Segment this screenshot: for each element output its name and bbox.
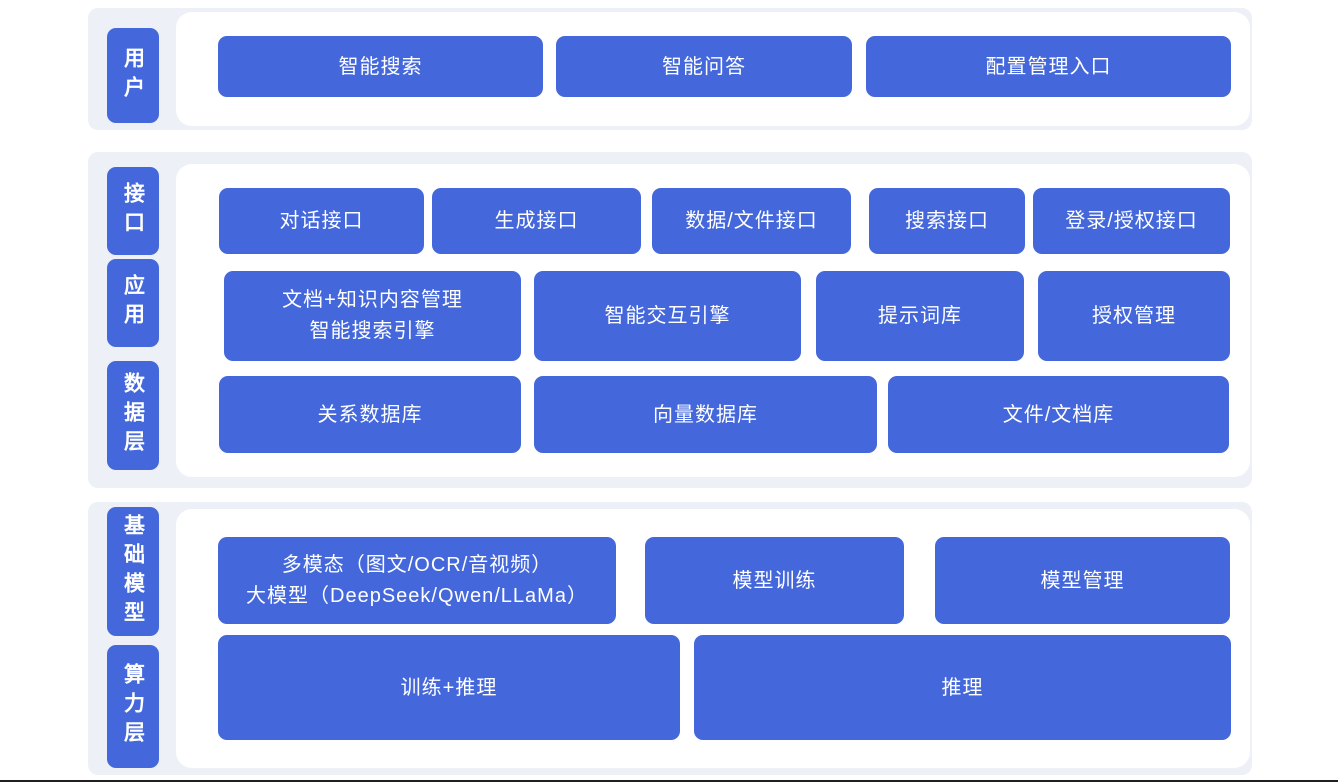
bottom-edge-line [0, 780, 1338, 782]
layer-label-data: 数据层 [107, 361, 159, 470]
box-search-api: 搜索接口 [869, 188, 1025, 254]
box-auth-management: 授权管理 [1038, 271, 1230, 361]
box-relational-db: 关系数据库 [219, 376, 521, 453]
layer-label-compute: 算力层 [107, 645, 159, 768]
box-interactive-engine: 智能交互引擎 [534, 271, 801, 361]
layer-label-interface: 接口 [107, 167, 159, 255]
box-multimodal-llm: 多模态（图文/OCR/音视频） 大模型（DeepSeek/Qwen/LLaMa） [218, 537, 616, 624]
box-login-auth-api: 登录/授权接口 [1033, 188, 1230, 254]
box-file-doc-store: 文件/文档库 [888, 376, 1229, 453]
box-smart-search: 智能搜索 [218, 36, 543, 97]
box-dialog-api: 对话接口 [219, 188, 424, 254]
box-prompt-library: 提示词库 [816, 271, 1024, 361]
box-vector-db: 向量数据库 [534, 376, 877, 453]
box-generation-api: 生成接口 [432, 188, 641, 254]
box-config-management-entry: 配置管理入口 [866, 36, 1231, 97]
box-doc-knowledge-search-engine: 文档+知识内容管理 智能搜索引擎 [224, 271, 521, 361]
layer-label-foundation-model: 基础模型 [107, 507, 159, 636]
box-inference: 推理 [694, 635, 1231, 740]
box-data-file-api: 数据/文件接口 [652, 188, 851, 254]
box-smart-qa: 智能问答 [556, 36, 852, 97]
layer-label-application: 应用 [107, 259, 159, 347]
box-model-management: 模型管理 [935, 537, 1230, 624]
box-model-training: 模型训练 [645, 537, 904, 624]
box-training-inference: 训练+推理 [218, 635, 680, 740]
layer-label-user: 用户 [107, 28, 159, 123]
